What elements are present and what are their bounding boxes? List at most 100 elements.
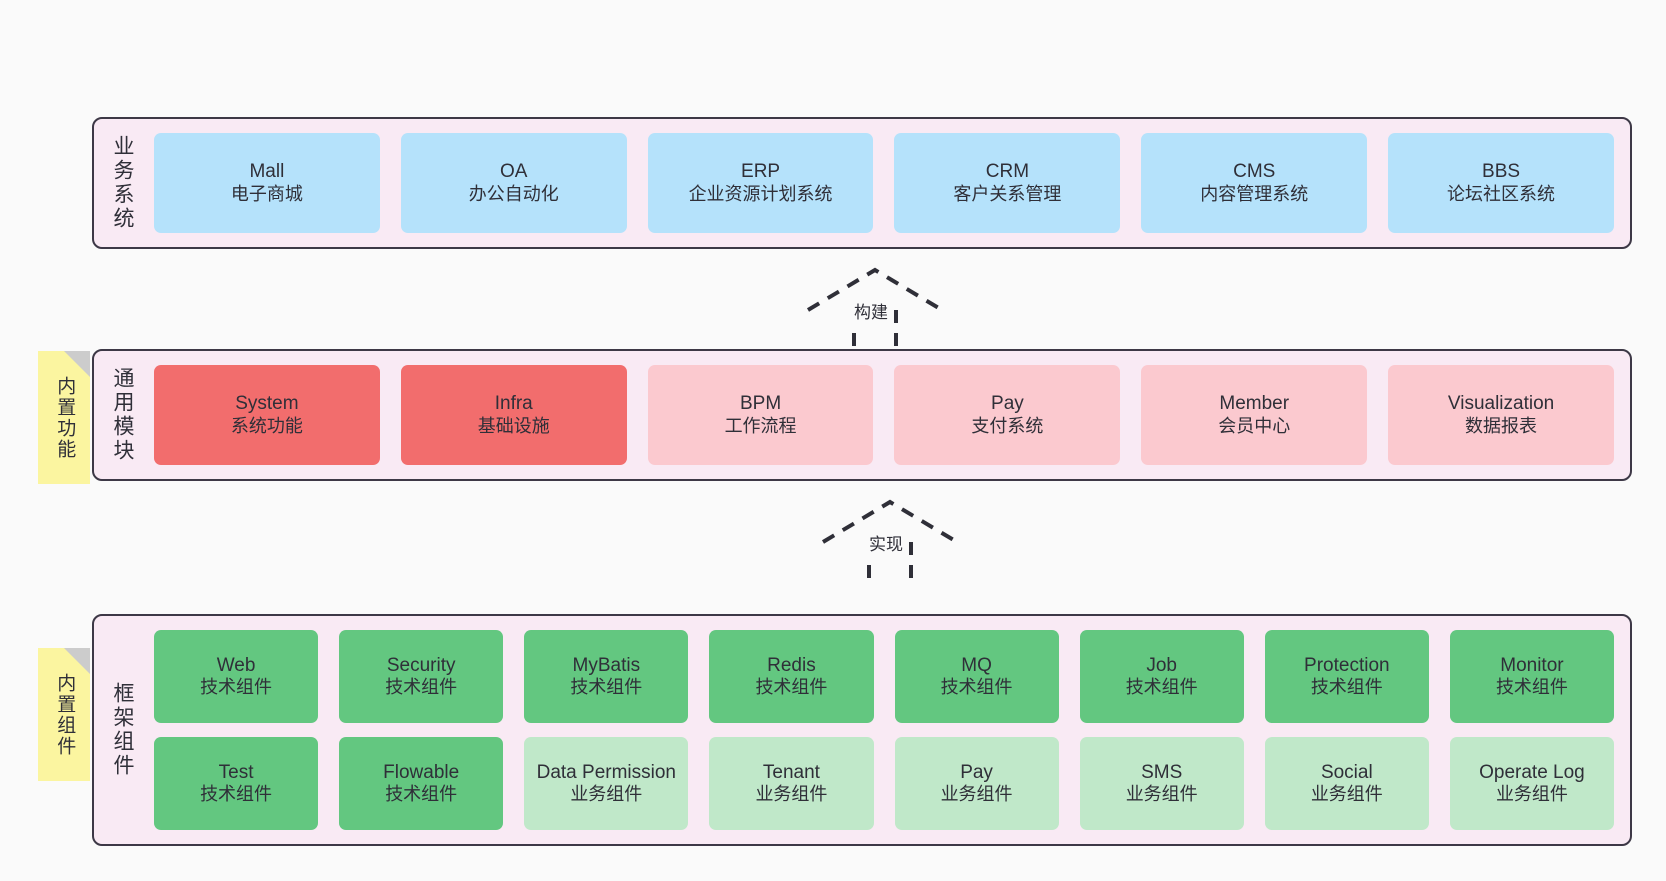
card-title: Social <box>1320 761 1373 783</box>
card-subtitle: 业务组件 <box>570 784 643 805</box>
card-oa[interactable]: OA 办公自动化 <box>400 133 627 233</box>
card-title: Pay <box>960 761 993 783</box>
card-subtitle: 业务组件 <box>1125 784 1198 805</box>
card-cms[interactable]: CMS 内容管理系统 <box>1141 133 1368 233</box>
card-title: Flowable <box>383 761 460 783</box>
sticky-note-label: 内置功能 <box>54 375 76 460</box>
card-title: Data Permission <box>536 761 676 783</box>
card-subtitle: 业务组件 <box>1310 784 1383 805</box>
layer-title-common-modules: 通用模块 <box>111 367 135 463</box>
card-subtitle: 工作流程 <box>724 415 797 436</box>
card-test[interactable]: Test 技术组件 <box>154 737 319 830</box>
card-row: System 系统功能 Infra 基础设施 BPM 工作流程 Pay 支付系统… <box>154 365 1614 465</box>
card-tenant[interactable]: Tenant 业务组件 <box>709 737 874 830</box>
card-job[interactable]: Job 技术组件 <box>1079 630 1244 723</box>
card-subtitle: 基础设施 <box>477 415 550 436</box>
card-subtitle: 电子商城 <box>230 183 303 204</box>
card-bbs[interactable]: BBS 论坛社区系统 <box>1388 133 1614 233</box>
card-title: Security <box>386 654 456 676</box>
card-security[interactable]: Security 技术组件 <box>339 630 504 723</box>
card-subtitle: 技术组件 <box>1125 677 1198 698</box>
card-subtitle: 支付系统 <box>971 415 1044 436</box>
card-subtitle: 业务组件 <box>755 784 828 805</box>
card-bpm[interactable]: BPM 工作流程 <box>647 365 874 465</box>
card-title: Infra <box>494 393 533 415</box>
card-title: Pay <box>991 393 1024 415</box>
card-title: Mall <box>249 161 285 183</box>
folded-corner-icon <box>64 648 90 674</box>
card-subtitle: 技术组件 <box>1495 677 1568 698</box>
card-web[interactable]: Web 技术组件 <box>154 630 319 723</box>
card-subtitle: 技术组件 <box>570 677 643 698</box>
card-title: CMS <box>1233 161 1276 183</box>
card-visualization[interactable]: Visualization 数据报表 <box>1388 365 1614 465</box>
card-infra[interactable]: Infra 基础设施 <box>400 365 627 465</box>
card-subtitle: 技术组件 <box>940 677 1013 698</box>
card-crm[interactable]: CRM 客户关系管理 <box>894 133 1121 233</box>
card-pay-business[interactable]: Pay 业务组件 <box>894 737 1059 830</box>
card-operate-log[interactable]: Operate Log 业务组件 <box>1449 737 1614 830</box>
card-title: Operate Log <box>1479 761 1585 783</box>
layer-title-framework-components: 框架组件 <box>111 682 135 778</box>
card-title: System <box>235 393 299 415</box>
layer-title-business-systems: 业务系统 <box>111 135 135 231</box>
card-title: Job <box>1146 654 1177 676</box>
folded-corner-icon <box>64 351 90 377</box>
card-mq[interactable]: MQ 技术组件 <box>894 630 1059 723</box>
sticky-note-label: 内置组件 <box>54 672 76 757</box>
card-social[interactable]: Social 业务组件 <box>1264 737 1429 830</box>
card-subtitle: 数据报表 <box>1465 415 1538 436</box>
card-system[interactable]: System 系统功能 <box>154 365 380 465</box>
card-flowable[interactable]: Flowable 技术组件 <box>339 737 504 830</box>
card-title: Test <box>218 761 254 783</box>
card-title: MQ <box>961 654 992 676</box>
card-title: Member <box>1219 393 1290 415</box>
card-subtitle: 技术组件 <box>200 784 273 805</box>
card-subtitle: 会员中心 <box>1218 415 1291 436</box>
card-subtitle: 技术组件 <box>1310 677 1383 698</box>
card-title: Redis <box>767 654 816 676</box>
card-subtitle: 办公自动化 <box>468 183 559 204</box>
card-erp[interactable]: ERP 企业资源计划系统 <box>647 133 874 233</box>
layer-body-business-systems: Mall 电子商城 OA 办公自动化 ERP 企业资源计划系统 CRM 客户关系… <box>150 119 1630 247</box>
card-title: BPM <box>739 393 782 415</box>
card-monitor[interactable]: Monitor 技术组件 <box>1449 630 1614 723</box>
card-title: Visualization <box>1447 393 1555 415</box>
card-subtitle: 技术组件 <box>755 677 828 698</box>
card-protection[interactable]: Protection 技术组件 <box>1264 630 1429 723</box>
layer-body-framework-components: Web 技术组件 Security 技术组件 MyBatis 技术组件 Redi… <box>150 616 1630 844</box>
card-mall[interactable]: Mall 电子商城 <box>154 133 380 233</box>
sticky-note-builtin-features[interactable]: 内置功能 <box>38 351 90 484</box>
card-subtitle: 业务组件 <box>1495 784 1568 805</box>
card-title: CRM <box>985 161 1030 183</box>
card-data-permission[interactable]: Data Permission 业务组件 <box>524 737 689 830</box>
card-subtitle: 内容管理系统 <box>1200 183 1309 204</box>
card-title: ERP <box>741 161 781 183</box>
card-title: Protection <box>1304 654 1390 676</box>
card-row: Test 技术组件 Flowable 技术组件 Data Permission … <box>154 737 1614 830</box>
card-subtitle: 企业资源计划系统 <box>688 183 833 204</box>
card-title: SMS <box>1141 761 1183 783</box>
connector-label-implement: 实现 <box>867 530 905 555</box>
layer-panel-framework-components: 框架组件 Web 技术组件 Security 技术组件 MyBatis 技术组件… <box>92 614 1632 846</box>
card-pay[interactable]: Pay 支付系统 <box>894 365 1121 465</box>
card-title: BBS <box>1482 161 1521 183</box>
card-title: Web <box>216 654 256 676</box>
layer-panel-common-modules: 通用模块 System 系统功能 Infra 基础设施 BPM 工作流程 Pay… <box>92 349 1632 481</box>
card-subtitle: 客户关系管理 <box>953 183 1062 204</box>
sticky-note-builtin-components[interactable]: 内置组件 <box>38 648 90 781</box>
card-member[interactable]: Member 会员中心 <box>1141 365 1368 465</box>
card-redis[interactable]: Redis 技术组件 <box>709 630 874 723</box>
card-subtitle: 技术组件 <box>385 677 458 698</box>
card-mybatis[interactable]: MyBatis 技术组件 <box>524 630 689 723</box>
card-subtitle: 论坛社区系统 <box>1447 183 1556 204</box>
card-subtitle: 技术组件 <box>385 784 458 805</box>
card-title: MyBatis <box>572 654 641 676</box>
card-sms[interactable]: SMS 业务组件 <box>1079 737 1244 830</box>
card-title: OA <box>500 161 528 183</box>
card-title: Tenant <box>762 761 820 783</box>
card-row: Web 技术组件 Security 技术组件 MyBatis 技术组件 Redi… <box>154 630 1614 723</box>
card-row: Mall 电子商城 OA 办公自动化 ERP 企业资源计划系统 CRM 客户关系… <box>154 133 1614 233</box>
card-subtitle: 技术组件 <box>200 677 273 698</box>
